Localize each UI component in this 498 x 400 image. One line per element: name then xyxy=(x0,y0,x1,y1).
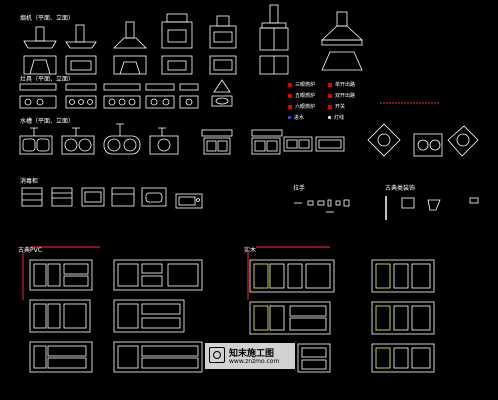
range-hood-elevation xyxy=(23,26,57,49)
section-label-solid-wood: 实木 xyxy=(244,247,257,254)
blue-dot-icon xyxy=(288,116,291,119)
watermark: 知末施工图 www.znzmo.com xyxy=(205,343,295,369)
range-hood-plan xyxy=(259,55,289,75)
section-label-oven: 消毒柜 xyxy=(20,178,39,185)
section-label-stove: 灶具（平面、立面） xyxy=(20,76,75,83)
section-label-antique-accessory: 古典类装饰 xyxy=(385,185,416,192)
legend-item: 灯线 xyxy=(328,115,344,121)
watermark-url: www.znzmo.com xyxy=(229,358,280,365)
legend-item: 开关 xyxy=(328,104,345,110)
red-square-icon xyxy=(288,104,292,109)
range-hood-plan xyxy=(23,55,57,75)
section-label-sink: 水槽（平面、立面） xyxy=(20,118,75,125)
white-dot-icon xyxy=(328,116,331,119)
range-hood-plan xyxy=(321,51,363,71)
legend-item: 双开出路 xyxy=(328,93,355,99)
legend-item: 三眼燃炉 xyxy=(288,82,315,88)
sink-row xyxy=(19,123,479,157)
handle-row xyxy=(294,199,350,213)
range-hood-plan xyxy=(113,55,147,75)
red-square-icon xyxy=(288,93,292,98)
znzmo-logo-icon xyxy=(209,347,225,363)
range-hood-plan xyxy=(209,55,237,75)
range-hood-elevation xyxy=(113,21,147,49)
section-label-handle: 拉手 xyxy=(293,185,306,192)
red-square-icon xyxy=(288,82,292,87)
legend-item: 进水 xyxy=(288,115,304,121)
range-hood-elevation xyxy=(320,11,364,46)
legend-item: 五眼燃炉 xyxy=(288,93,315,99)
range-hood-elevation xyxy=(209,15,237,49)
range-hood-plan xyxy=(65,55,97,75)
antique-pvc-doors xyxy=(29,259,203,373)
range-hood-plan xyxy=(161,55,193,75)
solid-wood-doors xyxy=(249,259,435,373)
legend-item: 六眼燃炉 xyxy=(288,104,315,110)
antique-accessory-row xyxy=(385,196,479,220)
stove-row xyxy=(19,79,233,109)
range-hood-row xyxy=(23,4,364,75)
range-hood-elevation xyxy=(161,13,193,49)
watermark-title: 知末施工图 xyxy=(229,349,275,359)
red-square-icon xyxy=(328,104,332,109)
range-hood-elevation xyxy=(259,4,289,51)
red-square-icon xyxy=(328,82,332,87)
section-label-antique-pvc: 古典PVC xyxy=(18,247,42,254)
oven-row xyxy=(21,187,203,209)
red-square-icon xyxy=(328,93,332,98)
legend-item: 单开出路 xyxy=(328,82,355,88)
section-label-range-hood: 烟机（平面、立面） xyxy=(20,15,75,22)
range-hood-elevation xyxy=(65,24,97,49)
red-marker-lines xyxy=(22,102,440,300)
